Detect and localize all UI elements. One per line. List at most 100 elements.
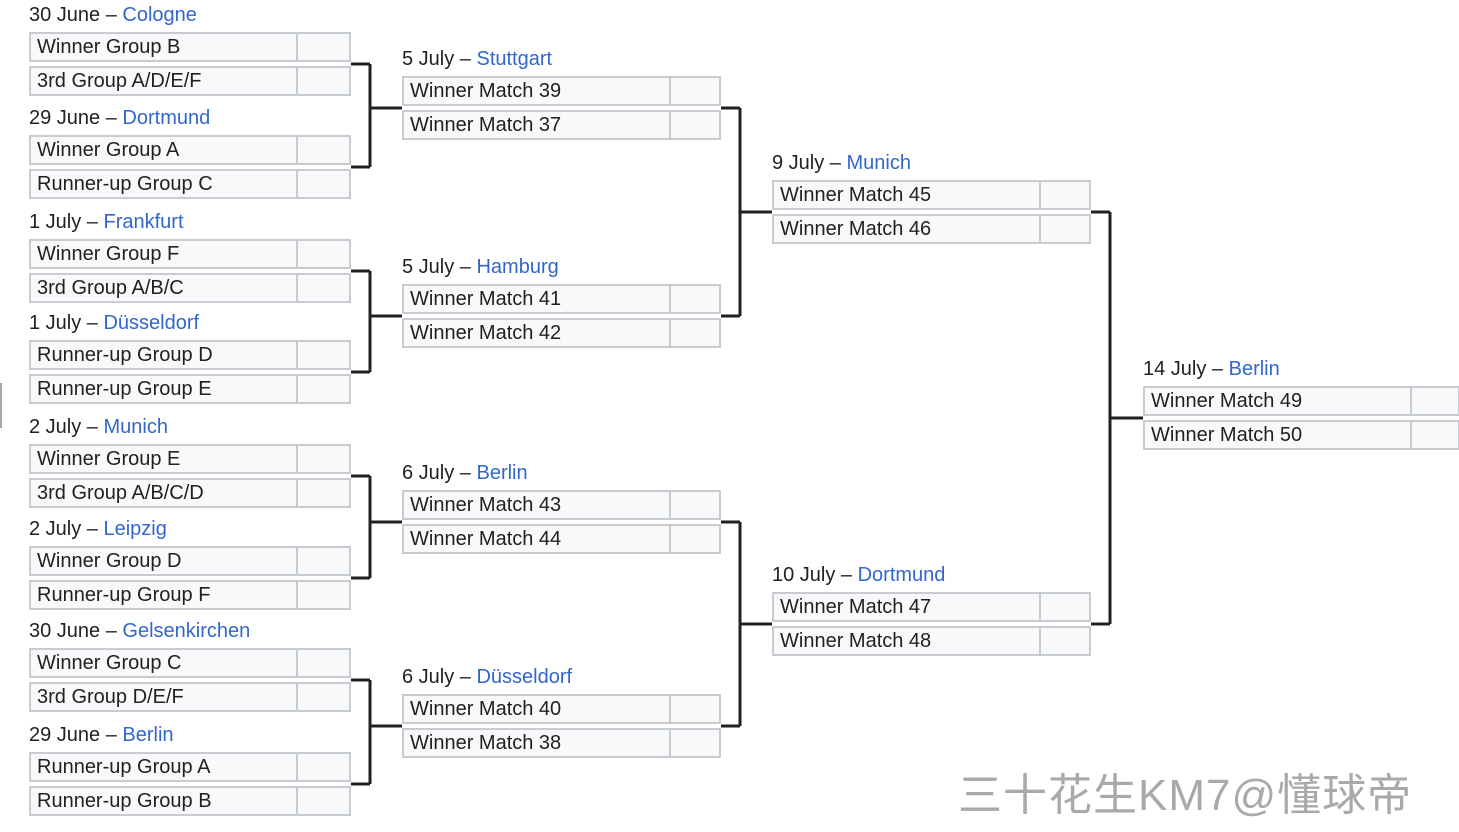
venue-link[interactable]: Gelsenkirchen [122,620,251,642]
venue-link[interactable]: Dortmund [122,107,211,129]
team-score [291,376,349,402]
team-name: Runner-up Group B [31,788,298,814]
team-score [291,342,349,368]
team-name: Winner Group E [31,446,298,472]
venue-link[interactable]: Munich [103,416,168,438]
venue-link[interactable]: Berlin [1228,358,1280,380]
team-name: Winner Group D [31,548,298,574]
match-date-venue: 5 July – Stuttgart [402,44,552,74]
team-name: Winner Match 46 [774,216,1041,242]
team-score [661,730,719,756]
team-name: Runner-up Group D [31,342,298,368]
team-name: Winner Match 40 [404,696,671,722]
match-date-venue: 9 July – Munich [772,148,911,178]
venue-link[interactable]: Leipzig [103,518,167,540]
team-row: Runner-up Group D [29,340,351,370]
team-name: Winner Match 49 [1145,388,1412,414]
match-date: 14 July – [1143,358,1229,380]
team-score [291,548,349,574]
match-date: 10 July – [772,564,858,586]
team-score [291,275,349,301]
team-score [661,112,719,138]
watermark-text: 三十花生KM7@懂球帝 [958,771,1413,820]
match-date: 2 July – [29,416,104,438]
match-date: 1 July – [29,211,104,233]
team-row: Winner Match 46 [772,214,1091,244]
team-name: Winner Match 42 [404,320,671,346]
team-score [661,78,719,104]
team-row: Winner Match 49 [1143,386,1459,416]
team-row: 3rd Group D/E/F [29,682,351,712]
team-name: Runner-up Group C [31,171,298,197]
team-row: 3rd Group A/D/E/F [29,66,351,96]
team-row: Winner Group E [29,444,351,474]
match-date-venue: 14 July – Berlin [1143,354,1280,384]
team-score [291,754,349,780]
team-row: Winner Group C [29,648,351,678]
venue-link[interactable]: Cologne [122,4,197,26]
team-name: Winner Group A [31,137,298,163]
match-date: 5 July – [402,256,477,278]
team-name: Winner Match 45 [774,182,1041,208]
match-date: 1 July – [29,312,104,334]
venue-link[interactable]: Munich [846,152,911,174]
match-date-venue: 2 July – Munich [29,412,168,442]
team-row: Winner Match 45 [772,180,1091,210]
venue-link[interactable]: Berlin [122,724,174,746]
match-date-venue: 30 June – Gelsenkirchen [29,616,250,646]
match-date: 6 July – [402,666,477,688]
venue-link[interactable]: Düsseldorf [476,666,573,688]
team-score [291,582,349,608]
team-score [291,480,349,506]
match-date-venue: 1 July – Frankfurt [29,207,184,237]
venue-link[interactable]: Stuttgart [476,48,553,70]
venue-link[interactable]: Berlin [476,462,528,484]
match-date: 30 June – [29,620,123,642]
team-score [1031,628,1089,654]
match-date: 29 June – [29,107,123,129]
team-row: Runner-up Group F [29,580,351,610]
team-name: Winner Match 44 [404,526,671,552]
venue-link[interactable]: Frankfurt [103,211,184,233]
team-score [661,696,719,722]
match-date-venue: 6 July – Berlin [402,458,528,488]
venue-link[interactable]: Hamburg [476,256,559,278]
match-date-venue: 2 July – Leipzig [29,514,167,544]
team-name: 3rd Group A/D/E/F [31,68,298,94]
team-row: Winner Match 44 [402,524,721,554]
match-date: 29 June – [29,724,123,746]
match-date-venue: 29 June – Berlin [29,720,174,750]
team-row: Winner Match 47 [772,592,1091,622]
team-score [291,241,349,267]
team-score [1400,422,1458,448]
venue-link[interactable]: Dortmund [857,564,946,586]
match-date: 6 July – [402,462,477,484]
team-name: Winner Match 38 [404,730,671,756]
venue-link[interactable]: Düsseldorf [103,312,200,334]
team-name: 3rd Group A/B/C/D [31,480,298,506]
team-name: Winner Match 41 [404,286,671,312]
team-row: Winner Group B [29,32,351,62]
team-row: 3rd Group A/B/C [29,273,351,303]
team-row: Winner Match 48 [772,626,1091,656]
match-date-venue: 1 July – Düsseldorf [29,308,199,338]
match-date-venue: 6 July – Düsseldorf [402,662,572,692]
team-name: Winner Group B [31,34,298,60]
team-name: Winner Group F [31,241,298,267]
team-name: Winner Group C [31,650,298,676]
team-name: Winner Match 39 [404,78,671,104]
team-score [291,68,349,94]
